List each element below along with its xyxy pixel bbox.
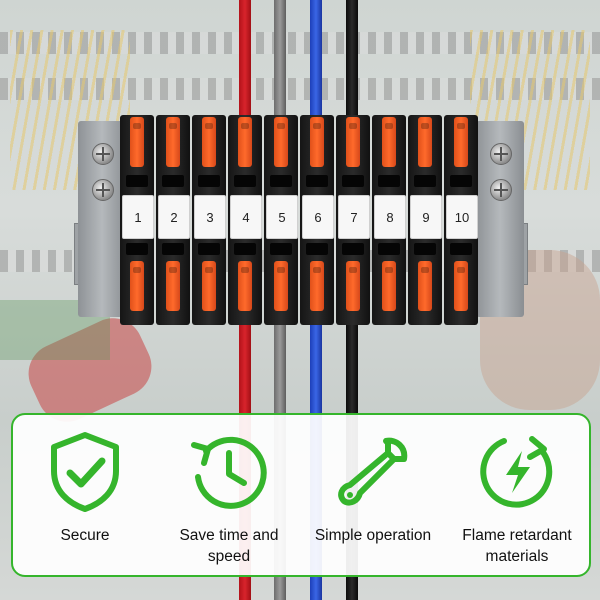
terminal-module: 10: [444, 115, 478, 325]
din-rail-top: [0, 32, 600, 54]
lever-bottom: [310, 261, 324, 311]
wire-slot: [306, 175, 328, 187]
clock-history-icon: [191, 436, 267, 509]
lever-bottom: [418, 261, 432, 311]
lever-bottom: [454, 261, 468, 311]
lever-bottom: [130, 261, 144, 311]
position-label: 5: [266, 195, 298, 239]
wire-slot: [450, 175, 472, 187]
feature-label: Flame retardant materials: [462, 527, 572, 565]
din-rail-mid: [0, 78, 600, 100]
lever-bottom: [238, 261, 252, 311]
terminal-module: 5: [264, 115, 298, 325]
position-label: 6: [302, 195, 334, 239]
wire-slot: [198, 243, 220, 255]
feature-flame-retardant: Flame retardant materials: [449, 429, 585, 567]
feature-label: Simple operation: [314, 527, 432, 544]
position-label: 2: [158, 195, 190, 239]
wire-slot: [378, 175, 400, 187]
terminal-modules: 1 2 3 4 5: [120, 115, 482, 325]
lever-bottom: [346, 261, 360, 311]
terminal-module: 4: [228, 115, 262, 325]
lever-top: [454, 117, 468, 167]
wire-slot: [126, 243, 148, 255]
lever-top: [166, 117, 180, 167]
terminal-module: 1: [120, 115, 154, 325]
wire-slot: [378, 243, 400, 255]
end-plate-left: [78, 121, 126, 317]
wire-slot: [162, 243, 184, 255]
wire-slot: [450, 243, 472, 255]
lever-top: [418, 117, 432, 167]
wire-slot: [270, 243, 292, 255]
lever-top: [310, 117, 324, 167]
position-label: 7: [338, 195, 370, 239]
end-plate-right: [476, 121, 524, 317]
features-panel: Secure Save time and speed Simple operat…: [11, 413, 591, 577]
wire-slot: [414, 175, 436, 187]
lever-top: [382, 117, 396, 167]
position-label: 10: [446, 195, 478, 239]
position-label: 3: [194, 195, 226, 239]
terminal-module: 7: [336, 115, 370, 325]
wire-slot: [126, 175, 148, 187]
screw-icon: [490, 143, 512, 165]
lever-bottom: [382, 261, 396, 311]
feature-simple-operation: Simple operation: [305, 429, 441, 546]
lever-top: [274, 117, 288, 167]
wire-slot: [270, 175, 292, 187]
position-label: 8: [374, 195, 406, 239]
screw-icon: [92, 143, 114, 165]
lever-bottom: [202, 261, 216, 311]
screw-icon: [490, 179, 512, 201]
terminal-module: 2: [156, 115, 190, 325]
terminal-module: 3: [192, 115, 226, 325]
wire-slot: [234, 243, 256, 255]
position-label: 9: [410, 195, 442, 239]
terminal-module: 9: [408, 115, 442, 325]
position-label: 4: [230, 195, 262, 239]
feature-label: Secure: [60, 527, 110, 544]
lever-bottom: [274, 261, 288, 311]
shield-check-icon: [51, 432, 119, 512]
screw-icon: [92, 179, 114, 201]
wire-slot: [198, 175, 220, 187]
lightning-circle-icon: [480, 436, 553, 508]
feature-secure: Secure: [17, 429, 153, 546]
position-label: 1: [122, 195, 154, 239]
wire-slot: [414, 243, 436, 255]
terminal-block: 1 2 3 4 5: [74, 115, 528, 325]
terminal-module: 6: [300, 115, 334, 325]
feature-save-time: Save time and speed: [161, 429, 297, 567]
wire-slot: [306, 243, 328, 255]
lever-top: [130, 117, 144, 167]
wire-slot: [234, 175, 256, 187]
lever-top: [202, 117, 216, 167]
wire-slot: [162, 175, 184, 187]
lever-top: [346, 117, 360, 167]
feature-label: Save time and speed: [179, 527, 279, 565]
lever-bottom: [166, 261, 180, 311]
lever-top: [238, 117, 252, 167]
wire-slot: [342, 243, 364, 255]
wire-slot: [342, 175, 364, 187]
wrench-icon: [338, 437, 408, 506]
terminal-module: 8: [372, 115, 406, 325]
